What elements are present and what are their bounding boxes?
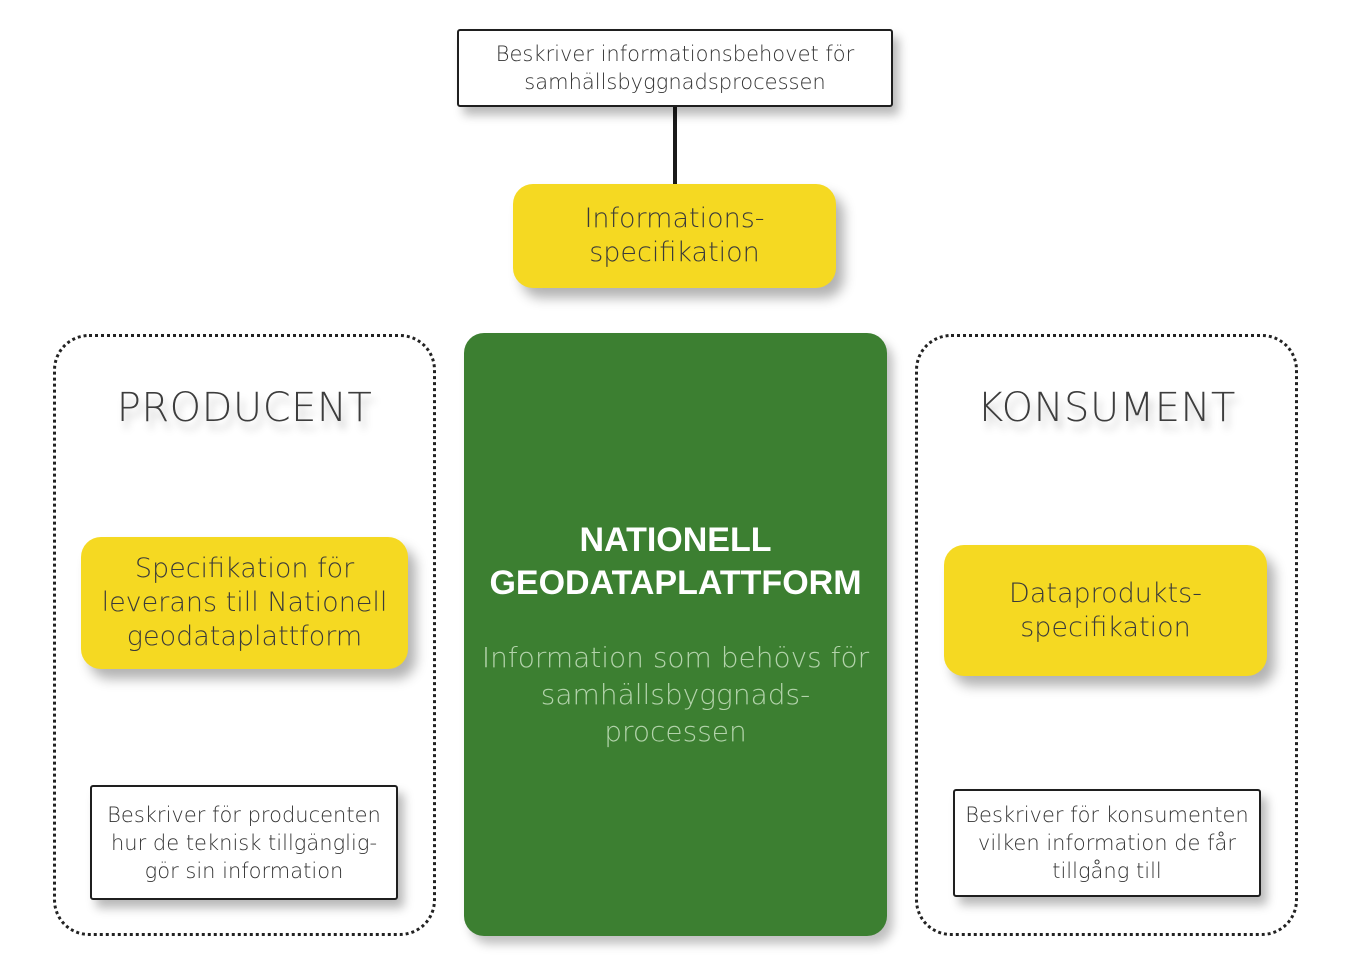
producer-specification-box: Specifikation för leverans till Nationel… bbox=[81, 537, 408, 669]
platform-description: Information som behövs för samhällsbyggn… bbox=[481, 641, 870, 748]
producer-title: PRODUCENT bbox=[116, 385, 373, 431]
producer-description-note: Beskriver för producenten hur de teknisk… bbox=[90, 785, 398, 900]
platform-title: NATIONELL GEODATAPLATTFORM bbox=[489, 521, 862, 602]
consumer-title: KONSUMENT bbox=[977, 385, 1236, 431]
data-product-specification-box: Dataprodukts- specifikation bbox=[944, 545, 1267, 676]
consumer-description-note: Beskriver för konsumenten vilken informa… bbox=[953, 789, 1261, 897]
information-specification-box: Informations- specifikation bbox=[513, 184, 836, 288]
national-geodata-platform-box: NATIONELL GEODATAPLATTFORM Information s… bbox=[464, 333, 887, 936]
top-description-note: Beskriver informationsbehovet för samhäl… bbox=[457, 29, 893, 107]
